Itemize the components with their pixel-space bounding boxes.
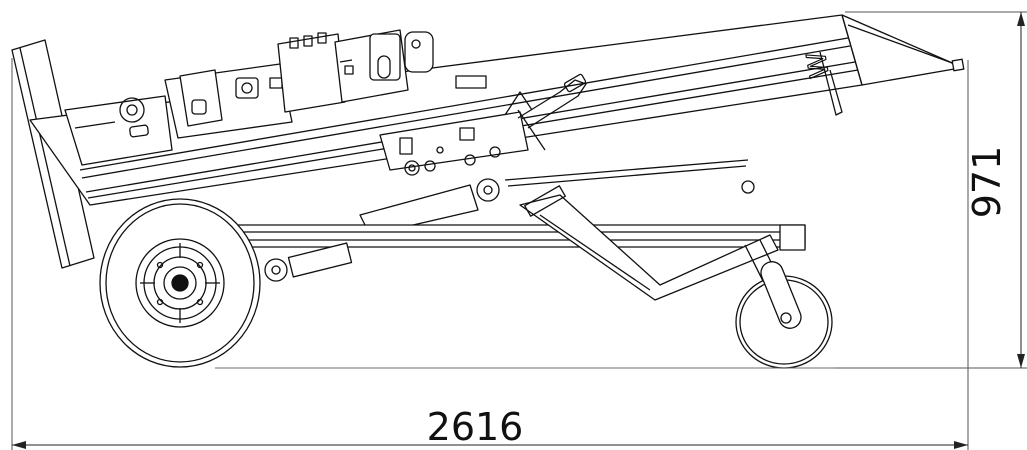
control-valve — [379, 91, 546, 176]
overall-height-dimension: 971 — [965, 146, 1009, 219]
motor-unit — [164, 29, 487, 139]
cylinder-bracket — [64, 95, 173, 166]
caster-wheel — [735, 261, 833, 369]
end-plate — [11, 39, 95, 269]
operating-lever — [517, 73, 587, 129]
wedge-marking: W — [802, 50, 836, 81]
log-cradle — [819, 14, 965, 116]
overall-length-dimension: 2616 — [427, 405, 524, 449]
main-wheel — [99, 198, 261, 368]
chassis-frame — [229, 224, 806, 282]
log-splitter-body: W — [11, 14, 965, 369]
